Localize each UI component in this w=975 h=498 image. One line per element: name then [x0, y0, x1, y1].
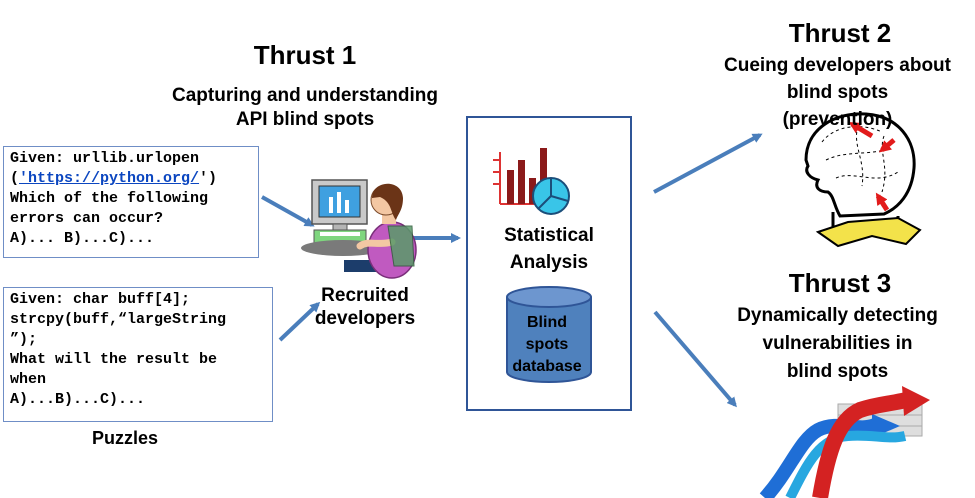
thrust2-subtitle-line3: (prevention) — [782, 109, 893, 130]
analysis-label-line2: Analysis — [509, 252, 589, 273]
puzzle1-line3: Which of the following — [10, 190, 209, 207]
analysis-box — [466, 116, 632, 411]
database-label-line1: Blind — [527, 314, 567, 331]
bar-and-pie-chart-icon — [493, 148, 570, 215]
arrow-puzzle1-to-developers — [261, 195, 315, 227]
thrust1-subtitle-line2: API blind spots — [235, 109, 375, 130]
thrust2-subtitle: Cueing developers about blind spots (pre… — [705, 52, 970, 133]
arrow-analysis-to-thrust3 — [653, 310, 737, 408]
thrust1-title: Thrust 1 — [253, 40, 357, 70]
puzzle2-line2: strcpy(buff,“largeString — [10, 311, 227, 328]
python-org-link[interactable]: 'https://python.org/ — [19, 170, 200, 187]
database-label-line3: database — [512, 358, 582, 375]
puzzle2-line5: when — [10, 371, 47, 388]
puzzle1-line4: errors can occur? — [10, 210, 164, 227]
thrust2-subtitle-line2: blind spots — [786, 82, 889, 103]
puzzle2-line3: ”); — [10, 331, 38, 348]
thrust3-subtitle-line3: blind spots — [786, 361, 889, 382]
thrust3-subtitle-line1: Dynamically detecting — [737, 305, 938, 326]
puzzles-label: Puzzles — [91, 428, 159, 448]
database-cylinder-icon — [506, 286, 592, 383]
developers-label-line2: developers — [314, 308, 416, 329]
thrust3-subtitle-line2: vulnerabilities in — [762, 333, 913, 354]
developers-label-line1: Recruited — [321, 285, 409, 306]
puzzle2-line1: Given: char buff[4]; — [10, 291, 191, 308]
arrows-through-wall-icon — [759, 386, 930, 498]
puzzle1-line1: Given: urllib.urlopen — [10, 150, 200, 167]
arrow-analysis-to-thrust2 — [653, 133, 763, 194]
developers-label: Recruited developers — [290, 284, 440, 330]
arrow-puzzle2-to-developers — [278, 301, 321, 342]
puzzle-box-c: Given: char buff[4]; strcpy(buff,“largeS… — [3, 287, 273, 422]
database-label: Blind spots database — [495, 312, 599, 378]
puzzle1-line5: A)... B)...C)... — [10, 230, 155, 247]
thrust1-subtitle-line1: Capturing and understanding — [172, 85, 438, 106]
thrust3-title: Thrust 3 — [788, 268, 892, 298]
analysis-label-line1: Statistical — [504, 225, 594, 246]
puzzle1-close-paren: ') — [199, 170, 218, 187]
database-label-line2: spots — [525, 336, 569, 353]
puzzle2-line4: What will the result be — [10, 351, 218, 368]
developer-at-computer-icon — [301, 179, 417, 279]
head-with-brain-icon — [804, 112, 922, 248]
puzzle1-open-paren: ( — [10, 170, 20, 187]
puzzle-box-python: Given: urllib.urlopen ('https://python.o… — [3, 146, 259, 258]
statistical-analysis-label: Statistical Analysis — [468, 222, 630, 276]
thrust3-subtitle: Dynamically detecting vulnerabilities in… — [705, 302, 970, 386]
thrust2-subtitle-line1: Cueing developers about — [724, 55, 951, 76]
thrust2-title: Thrust 2 — [788, 18, 892, 48]
puzzle1-line2: ('https://python.org/') — [10, 169, 252, 189]
puzzle2-line6: A)...B)...C)... — [10, 391, 146, 408]
thrust1-subtitle: Capturing and understanding API blind sp… — [140, 84, 470, 132]
